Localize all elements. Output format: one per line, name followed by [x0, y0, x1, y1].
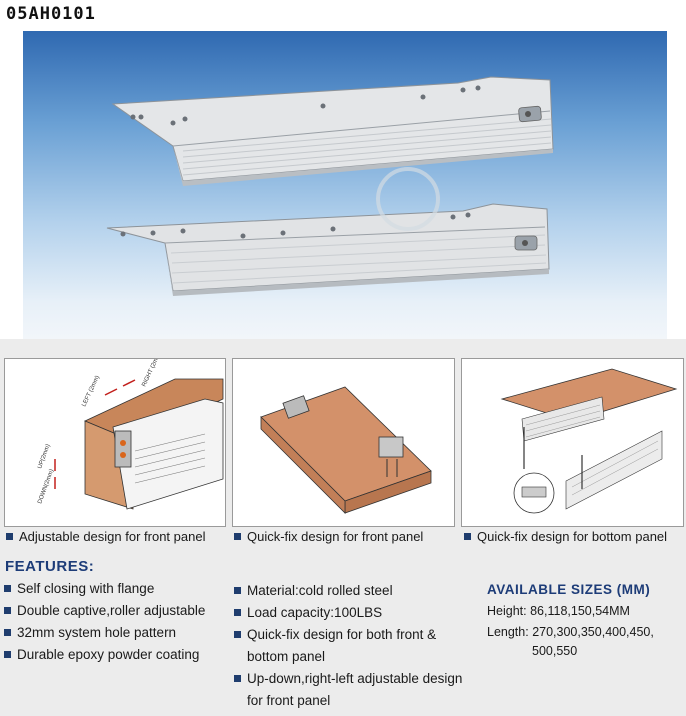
caption-front-adjust: Adjustable design for front panel	[6, 529, 205, 544]
label-right: RIGHT (2mm)	[141, 359, 162, 388]
caption-text: Quick-fix design for front panel	[247, 529, 424, 544]
feature-text: Durable epoxy powder coating	[17, 647, 200, 662]
height-spec: Height: 86,118,150,54MM	[487, 604, 630, 618]
caption-text: Quick-fix design for bottom panel	[477, 529, 668, 544]
height-values: 86,118,150,54MM	[530, 604, 630, 618]
bullet-icon	[4, 629, 11, 636]
feature-text: 32mm system hole pattern	[17, 625, 177, 640]
drawer-slides-illustration	[106, 76, 554, 296]
bullet-icon	[234, 675, 241, 682]
label-up: UP(2mm)	[37, 444, 51, 470]
bullet-icon	[6, 533, 13, 540]
caption-text: Adjustable design for front panel	[19, 529, 206, 544]
feature-item: Durable epoxy powder coating	[4, 647, 199, 662]
feature-item: Load capacity:100LBS	[234, 605, 382, 620]
product-photo	[23, 31, 667, 339]
product-code: 05AH0101	[6, 4, 96, 24]
diagram-front-adjust: LEFT (2mm) RIGHT (2mm) UP(2mm) DOWN(2mm)	[4, 358, 226, 527]
diagram-front-quickfix	[232, 358, 455, 527]
label-left: LEFT (2mm)	[81, 375, 101, 408]
feature-text: Quick-fix design for both front &	[247, 627, 437, 642]
length-label: Length:	[487, 625, 529, 639]
length-values: 270,300,350,400,450,	[532, 625, 654, 639]
features-title: FEATURES:	[5, 558, 95, 575]
feature-item: Double captive,roller adjustable	[4, 603, 205, 618]
label-down: DOWN(2mm)	[37, 468, 55, 504]
height-label: Height:	[487, 604, 527, 618]
feature-text: Up-down,right-left adjustable design	[247, 671, 463, 686]
bullet-icon	[234, 533, 241, 540]
feature-text-continued: for front panel	[247, 693, 331, 708]
bullet-icon	[234, 631, 241, 638]
feature-text: Load capacity:100LBS	[247, 605, 383, 620]
bullet-icon	[464, 533, 471, 540]
bullet-icon	[4, 607, 11, 614]
length-values-continued: 500,550	[532, 644, 578, 658]
feature-item: Quick-fix design for both front &	[234, 627, 436, 642]
feature-item: 32mm system hole pattern	[4, 625, 176, 640]
feature-text: Double captive,roller adjustable	[17, 603, 206, 618]
feature-text-continued: bottom panel	[247, 649, 326, 664]
bullet-icon	[234, 609, 241, 616]
diagram-bottom-quickfix	[461, 358, 684, 527]
feature-item: Self closing with flange	[4, 581, 154, 596]
feature-item: Material:cold rolled steel	[234, 583, 393, 598]
bullet-icon	[4, 651, 11, 658]
caption-front-quickfix: Quick-fix design for front panel	[234, 529, 423, 544]
feature-text: Self closing with flange	[17, 581, 155, 596]
caption-bottom-quickfix: Quick-fix design for bottom panel	[464, 529, 667, 544]
feature-text: Material:cold rolled steel	[247, 583, 393, 598]
available-sizes-title: AVAILABLE SIZES (MM)	[487, 582, 651, 597]
feature-item: Up-down,right-left adjustable design	[234, 671, 462, 686]
length-spec: Length: 270,300,350,400,450,	[487, 625, 654, 639]
bullet-icon	[4, 585, 11, 592]
bullet-icon	[234, 587, 241, 594]
